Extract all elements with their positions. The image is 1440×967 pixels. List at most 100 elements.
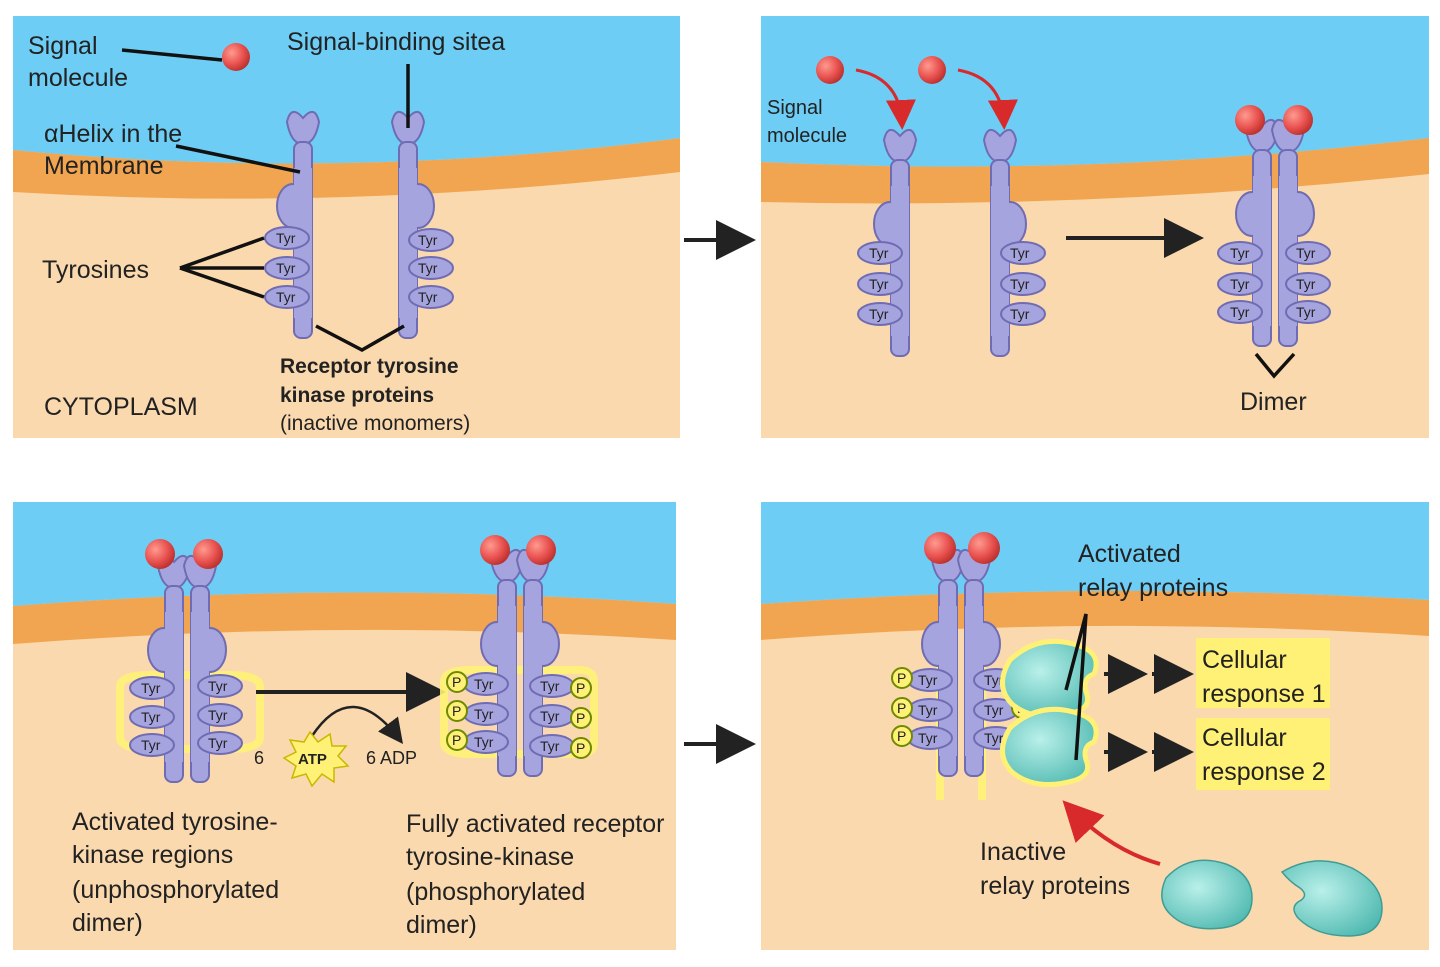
signal-molecule [816,56,844,84]
signal-binding-site-label: Signal-binding sitea [287,28,505,56]
adp-label: 6 ADP [366,748,417,768]
tyr-label: Tyr [141,737,161,753]
tyr-label: Tyr [276,260,296,276]
tyr-group-right: Tyr Tyr Tyr [1000,241,1046,326]
tyr-label: Tyr [918,730,938,746]
tyrosines-label: Tyrosines [42,256,149,284]
atp-burst [282,730,350,788]
atp-label: ATP [298,751,327,768]
inactive-relay-proteins [1161,859,1383,937]
tyr-label: Tyr [208,678,228,694]
recruitment-arrow [1062,800,1161,866]
signal-molecule-label: Signal molecule [28,32,128,92]
phosphate-label: P [576,680,585,696]
tyr-group-right: Tyr Tyr Tyr [408,228,454,309]
tyr-label: Tyr [1230,245,1250,261]
tyr-label: Tyr [869,276,889,292]
active-receptor-dimer: Tyr Tyr Tyr Tyr Tyr Tyr P P [891,532,1033,800]
tyr-label: Tyr [1230,276,1250,292]
tyr-label: Tyr [418,232,438,248]
signal-molecule-label: Signal molecule [767,97,847,147]
tyr-label: Tyr [474,676,494,692]
phosphate-label: P [452,703,461,719]
tyr-label: Tyr [918,702,938,718]
phosphorylated-dimer: Tyr Tyr Tyr Tyr Tyr Tyr P P [440,535,598,777]
tyr-label: Tyr [1230,304,1250,320]
tyr-label: Tyr [1296,304,1316,320]
tyr-label: Tyr [208,707,228,723]
inactive-relay-label: Inactive relay proteins [980,838,1130,900]
fully-activated-label: Fully activated receptor tyrosine-kinase… [406,810,671,939]
tyr-label: Tyr [918,672,938,688]
signal-molecule [1283,105,1313,135]
tyr-label: Tyr [984,702,1004,718]
tyr-label: Tyr [141,709,161,725]
phosphate-groups: P P P P P P [446,671,592,759]
tyr-label: Tyr [984,730,1004,746]
tyr-label: Tyr [276,289,296,305]
tyr-label: Tyr [418,289,438,305]
response-1-label: Cellular response 1 [1202,646,1326,708]
tyr-label: Tyr [869,306,889,322]
response-1-box [1196,638,1330,708]
response-2-box [1196,718,1330,790]
tyr-label: Tyr [540,738,560,754]
tyr-label: Tyr [1010,306,1030,322]
tyr-label: Tyr [1010,276,1030,292]
receptor-dimer: Tyr Tyr Tyr Tyr Tyr Tyr [1217,105,1331,347]
signal-molecule [145,539,175,569]
tyr-group-left: Tyr Tyr Tyr [463,672,509,754]
receptor-proteins-label: Receptor tyrosine kinase proteins (inact… [280,355,470,435]
tyr-label: Tyr [208,735,228,751]
signal-molecule [924,532,956,564]
binding-arrow [855,68,916,130]
signal-molecule [968,532,1000,564]
phosphate-label: P [897,728,906,744]
leader-lines [121,48,410,352]
signal-molecule [193,539,223,569]
panel-signal-binding-dimer: Tyr Tyr Tyr Tyr Tyr Tyr [761,16,1429,438]
tyr-group-right: Tyr Tyr Tyr [1285,241,1331,324]
tyr-group-left: Tyr Tyr Tyr [857,241,903,326]
dimer-pointer [1254,352,1296,379]
tyr-group-left: Tyr Tyr Tyr [264,226,310,309]
tyr-group-left: Tyr Tyr Tyr [1217,241,1263,324]
receptor-monomer-left: Tyr Tyr Tyr [857,128,917,357]
tyr-label: Tyr [1010,245,1030,261]
unphosphorylated-dimer: Tyr Tyr Tyr Tyr Tyr Tyr [116,539,264,783]
relay-pointer [1064,613,1088,761]
signal-molecule [222,43,250,71]
phosphate-label: P [897,670,906,686]
atp-count: 6 [254,748,264,768]
tyr-group-left: Tyr Tyr Tyr [907,668,953,750]
cytoplasm-label: CYTOPLASM [44,393,198,421]
receptor-monomer-left: Tyr Tyr Tyr [264,110,320,339]
tyr-label: Tyr [1296,276,1316,292]
phosphate-label: P [452,674,461,690]
tyr-label: Tyr [474,706,494,722]
tyr-label: Tyr [418,260,438,276]
dimer-label: Dimer [1240,388,1307,416]
activated-regions-label: Activated tyrosine- kinase regions (unph… [72,808,286,937]
tyr-label: Tyr [474,734,494,750]
tyr-label: Tyr [276,230,296,246]
panel-phosphorylation: Tyr Tyr Tyr Tyr Tyr Tyr ATP 6 6 ADP [13,502,676,950]
tyr-group-left: Tyr Tyr Tyr [129,676,175,757]
atp-adp-arrow [310,705,404,744]
receptor-monomer-right: Tyr Tyr Tyr [391,110,454,339]
response-2-label: Cellular response 2 [1202,724,1326,786]
signal-molecule [918,56,946,84]
response-arrows [1104,654,1194,772]
panel-relay-activation: Tyr Tyr Tyr Tyr Tyr Tyr P P [761,502,1429,950]
tyr-group-right: Tyr Tyr Tyr [529,674,575,758]
phosphate-label: P [897,700,906,716]
signal-molecule [1235,105,1265,135]
tyr-label: Tyr [984,672,1004,688]
binding-arrow [957,68,1018,130]
tyr-label: Tyr [1296,245,1316,261]
tyr-label: Tyr [540,678,560,694]
signal-molecule [526,535,556,565]
alpha-helix-label: αHelix in the Membrane [44,120,189,180]
receptor-monomer-right: Tyr Tyr Tyr [983,128,1046,357]
